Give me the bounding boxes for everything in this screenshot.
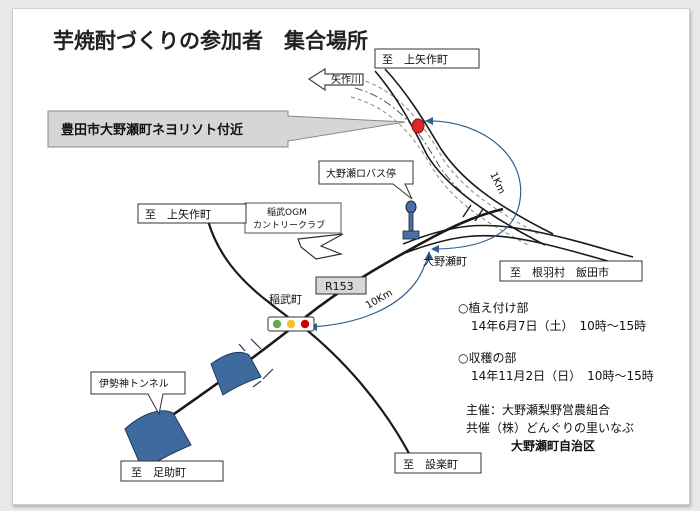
planting-date: 14年6月7日（土） 10時〜15時 [471, 319, 647, 333]
sign-kami-yahagi-left-text: 至 上矢作町 [145, 207, 211, 221]
label-10km: 10Km [364, 288, 395, 312]
location-callout [47, 110, 406, 148]
association: 大野瀬町自治区 [511, 439, 596, 453]
location-callout-text: 豊田市大野瀬町ネヨリソト付近 [61, 122, 243, 138]
label-1km: 1Km [487, 171, 507, 196]
sign-shitara [394, 452, 482, 474]
sign-kami-yahagi-left [137, 203, 247, 224]
traffic-signal-icon [267, 316, 315, 332]
sign-asuke [120, 460, 224, 482]
tunnel-callout [90, 371, 186, 416]
sign-kami-yahagi-top-text: 至 上矢作町 [382, 52, 448, 66]
map-sheet: 芋焼酎づくりの参加者 集合場所 矢作川 [12, 8, 690, 505]
map-canvas: 矢作川 豊田市大野瀬町ネヨリソト付近 [47, 48, 643, 482]
sign-nebane-text: 至 根羽村 飯田市 [510, 265, 609, 279]
sign-kami-yahagi-top [374, 48, 480, 69]
bus-stop-label: 大野瀬ロバス停 [326, 167, 396, 180]
route-153-label: R153 [325, 280, 354, 293]
harvest-date: 14年11月2日（日） 10時〜15時 [471, 369, 654, 383]
harvest-title: ○収穫の部 [458, 351, 517, 365]
golf-label-line2: カントリークラブ [253, 219, 325, 231]
river-flow-arrow [307, 67, 364, 92]
tunnel-label: 伊勢神トンネル [99, 377, 169, 390]
organizer: 主催：大野瀬梨野営農組合 [466, 403, 611, 417]
route-153 [130, 207, 504, 446]
sign-asuke-text: 至 足助町 [131, 465, 186, 479]
upper-road [374, 68, 554, 246]
intersection-label: 稲武町 [269, 293, 302, 306]
meeting-point-pin [411, 118, 425, 134]
golf-label-line1: 稲武OGM [267, 206, 307, 218]
road-shitara [302, 326, 412, 458]
golf-callout [244, 202, 344, 260]
small-tunnel-icon [210, 338, 274, 396]
sign-nebane [499, 260, 643, 282]
sign-shitara-text: 至 設楽町 [403, 457, 458, 471]
oonose-town-label: 大野瀬町 [423, 254, 467, 268]
bus-stop-callout [318, 160, 414, 200]
arrow-1km [424, 117, 522, 253]
co-host: 共催（株）どんぐりの里いなぶ [466, 421, 635, 435]
bus-stop-icon [402, 200, 420, 240]
planting-title: ○植え付け部 [458, 301, 529, 315]
route-153-badge [315, 276, 367, 295]
page-title: 芋焼酎づくりの参加者 集合場所 [53, 29, 368, 53]
road-kami-yahagi-west [206, 220, 302, 328]
river-label: 矢作川 [331, 73, 361, 86]
